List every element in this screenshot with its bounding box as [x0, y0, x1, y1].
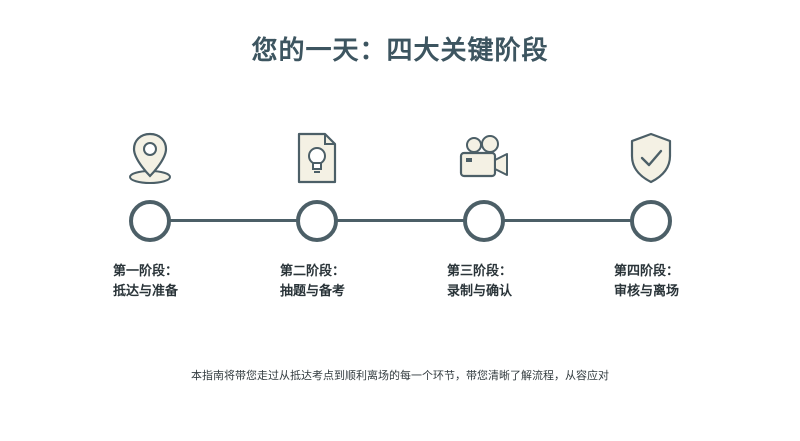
stage-2-label-line2: 抽题与备考 — [280, 284, 346, 299]
stage-3-icon — [459, 130, 509, 186]
stage-3-label-line1: 第三阶段： — [447, 264, 513, 279]
stage-4-node — [630, 200, 672, 242]
location-pin-icon — [129, 132, 171, 184]
stage-4-icon — [626, 130, 676, 186]
document-lightbulb-icon — [297, 132, 337, 184]
footer-text: 本指南将带您走过从抵达考点到顺利离场的每一个环节，带您清晰了解流程，从容应对 — [191, 369, 609, 382]
stage-1-label-line1: 第一阶段： — [113, 264, 179, 279]
stage-1-node — [129, 200, 171, 242]
stage-3-label-line2: 录制与确认 — [447, 284, 513, 299]
stage-1-icon — [125, 130, 175, 186]
stage-1-label-line2: 抵达与准备 — [113, 284, 179, 299]
stage-3-node — [463, 200, 505, 242]
stage-4-label: 第四阶段： 审核与离场 — [614, 262, 679, 302]
stage-2-icon — [292, 130, 342, 186]
page-title: 您的一天：四大关键阶段 — [251, 36, 549, 66]
stage-3-label: 第三阶段： 录制与确认 — [447, 262, 512, 302]
shield-check-icon — [630, 132, 672, 184]
stage-1-label: 第一阶段： 抵达与准备 — [113, 262, 178, 302]
stage-4-label-line2: 审核与离场 — [614, 284, 680, 299]
stage-4-label-line1: 第四阶段： — [614, 264, 680, 279]
stage-2-label-line1: 第二阶段： — [280, 264, 346, 279]
stage-2-node — [296, 200, 338, 242]
stage-2-label: 第二阶段： 抽题与备考 — [280, 262, 345, 302]
video-camera-icon — [459, 135, 508, 178]
timeline-line — [150, 219, 651, 222]
